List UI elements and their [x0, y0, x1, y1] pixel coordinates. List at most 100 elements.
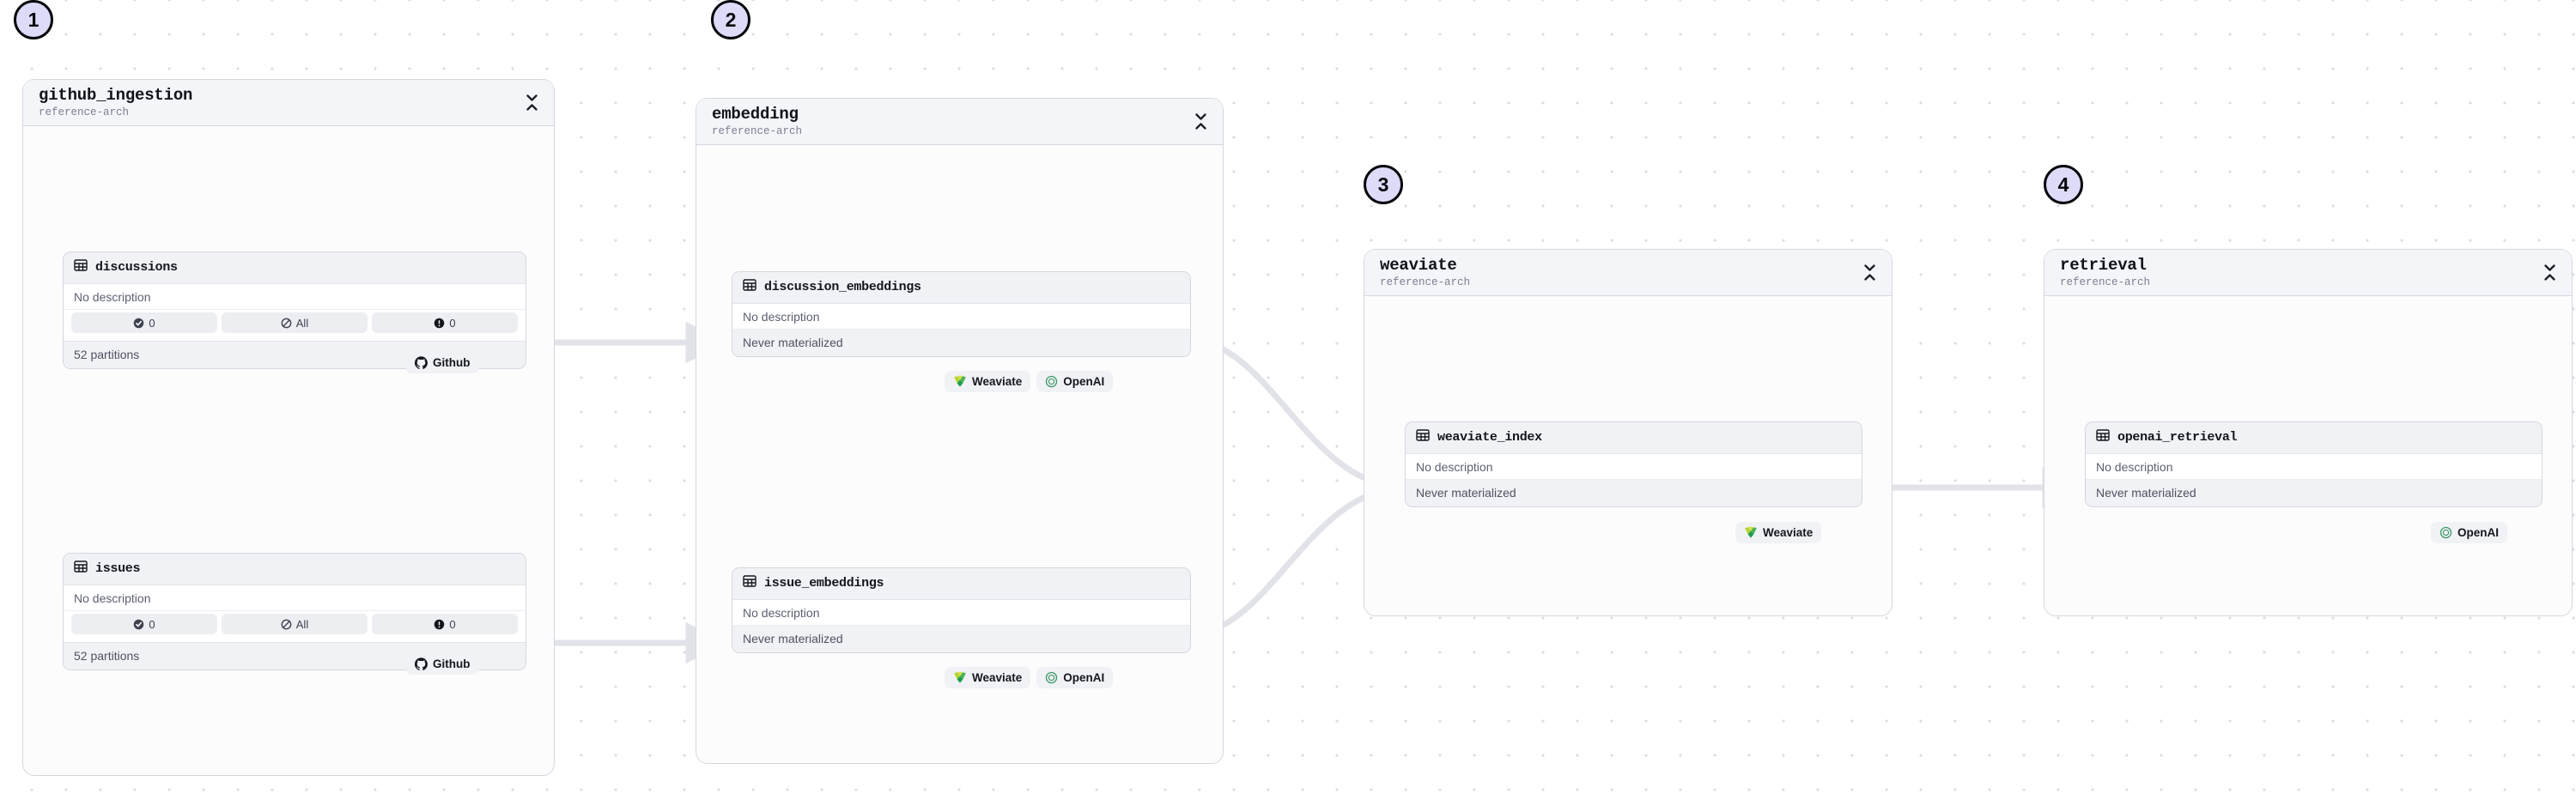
integration-tag-label: OpenAI — [2458, 526, 2500, 539]
group-subtitle: reference-arch — [2060, 276, 2151, 288]
asset-header: discussions — [64, 252, 526, 284]
group-title: retrieval — [2060, 256, 2147, 276]
group-header-weaviate[interactable]: weaviate reference-arch — [1364, 250, 1892, 296]
integration-tag-weaviate[interactable]: Weaviate — [1735, 522, 1822, 543]
group-title: embedding — [712, 105, 799, 124]
status-chip-checks[interactable]: 0 — [71, 312, 217, 333]
table-icon — [74, 258, 88, 276]
asset-name: discussion_embeddings — [764, 280, 921, 294]
integration-tag-label: OpenAI — [1063, 375, 1105, 388]
status-chip-freshness[interactable]: All — [222, 312, 368, 333]
openai-icon — [2439, 526, 2452, 539]
status-chip-label: 0 — [449, 617, 456, 631]
asset-description: No description — [1406, 454, 1862, 480]
table-icon — [2096, 428, 2110, 446]
asset-footer: Never materialized — [732, 626, 1190, 652]
group-title: weaviate — [1380, 256, 1457, 276]
tag-row-discussion-embeddings: Weaviate OpenAI — [945, 371, 1114, 392]
group-subtitle: reference-arch — [712, 124, 803, 137]
integration-tag-label: Weaviate — [972, 671, 1023, 684]
group-subtitle: reference-arch — [39, 106, 130, 118]
asset-description: No description — [64, 585, 526, 611]
step-badge-3: 3 — [1364, 165, 1403, 204]
collapse-toggle-icon[interactable] — [523, 92, 540, 114]
asset-card-issues[interactable]: issues No description 0 All 0 52 partiti… — [63, 553, 526, 670]
integration-tag-label: Weaviate — [972, 375, 1023, 388]
group-title-block: weaviate reference-arch — [1380, 257, 1470, 288]
asset-name: issues — [95, 561, 141, 576]
status-chip-label: 0 — [149, 617, 155, 631]
integration-tag-github[interactable]: Github — [406, 352, 479, 373]
group-title-block: retrieval reference-arch — [2060, 257, 2150, 288]
weaviate-icon — [953, 671, 967, 684]
integration-tag-weaviate[interactable]: Weaviate — [945, 371, 1031, 392]
openai-icon — [1045, 375, 1058, 388]
status-chip-alerts[interactable]: 0 — [372, 614, 518, 634]
asset-description: No description — [2086, 454, 2542, 480]
integration-tag-openai[interactable]: OpenAI — [1036, 371, 1114, 392]
tag-row-openai-retrieval: OpenAI — [2431, 522, 2508, 543]
weaviate-icon — [1744, 526, 1758, 539]
asset-header: openai_retrieval — [2086, 422, 2542, 454]
group-retrieval[interactable]: retrieval reference-arch — [2044, 249, 2573, 616]
group-title-block: github_ingestion reference-arch — [39, 87, 192, 118]
asset-name: issue_embeddings — [764, 576, 884, 591]
asset-name: discussions — [95, 260, 178, 275]
asset-status-chips: 0 All 0 — [64, 310, 526, 342]
group-embedding[interactable]: embedding reference-arch — [696, 98, 1224, 764]
tag-row-discussions: Github — [406, 352, 479, 373]
asset-footer: Never materialized — [732, 330, 1190, 356]
integration-tag-label: OpenAI — [1063, 671, 1105, 684]
openai-icon — [1045, 671, 1058, 684]
tag-row-issue-embeddings: Weaviate OpenAI — [945, 667, 1114, 688]
group-subtitle: reference-arch — [1380, 276, 1471, 288]
asset-description: No description — [64, 284, 526, 310]
asset-name: openai_retrieval — [2117, 430, 2238, 445]
asset-description: No description — [732, 304, 1190, 330]
step-badge-1: 1 — [14, 0, 53, 39]
table-icon — [1416, 428, 1430, 446]
weaviate-icon — [953, 375, 967, 388]
asset-status-chips: 0 All 0 — [64, 611, 526, 643]
group-github-ingestion[interactable]: github_ingestion reference-arch — [22, 79, 555, 776]
collapse-toggle-icon[interactable] — [1192, 111, 1209, 133]
table-icon — [743, 278, 756, 296]
group-header-github-ingestion[interactable]: github_ingestion reference-arch — [23, 80, 554, 126]
integration-tag-github[interactable]: Github — [406, 653, 479, 675]
status-chip-label: All — [295, 617, 309, 631]
group-header-embedding[interactable]: embedding reference-arch — [696, 99, 1223, 145]
tag-row-issues: Github — [406, 653, 479, 675]
group-weaviate[interactable]: weaviate reference-arch — [1364, 249, 1893, 616]
asset-card-weaviate-index[interactable]: weaviate_index No description Never mate… — [1405, 421, 1862, 507]
integration-tag-label: Weaviate — [1763, 526, 1814, 539]
collapse-toggle-icon[interactable] — [2541, 262, 2558, 284]
status-chip-freshness[interactable]: All — [222, 614, 368, 634]
asset-card-discussions[interactable]: discussions No description 0 All 0 52 pa… — [63, 251, 526, 369]
asset-card-issue-embeddings[interactable]: issue_embeddings No description Never ma… — [732, 567, 1191, 653]
integration-tag-openai[interactable]: OpenAI — [1036, 667, 1114, 688]
group-title-block: embedding reference-arch — [712, 105, 803, 137]
integration-tag-openai[interactable]: OpenAI — [2431, 522, 2508, 543]
table-icon — [74, 560, 88, 578]
integration-tag-weaviate[interactable]: Weaviate — [945, 667, 1031, 688]
status-chip-label: 0 — [149, 316, 155, 330]
status-chip-alerts[interactable]: 0 — [372, 312, 518, 333]
asset-header: weaviate_index — [1406, 422, 1862, 454]
step-badge-2: 2 — [711, 0, 750, 39]
collapse-toggle-icon[interactable] — [1861, 262, 1878, 284]
tag-row-weaviate-index: Weaviate — [1735, 522, 1822, 543]
asset-name: weaviate_index — [1437, 430, 1542, 445]
group-header-retrieval[interactable]: retrieval reference-arch — [2044, 250, 2572, 296]
github-icon — [415, 658, 428, 670]
integration-tag-label: Github — [433, 658, 471, 670]
asset-card-openai-retrieval[interactable]: openai_retrieval No description Never ma… — [2085, 421, 2543, 507]
asset-card-discussion-embeddings[interactable]: discussion_embeddings No description Nev… — [732, 271, 1191, 357]
status-chip-label: 0 — [449, 316, 456, 330]
integration-tag-label: Github — [433, 356, 471, 369]
status-chip-checks[interactable]: 0 — [71, 614, 217, 634]
asset-header: discussion_embeddings — [732, 272, 1190, 304]
table-icon — [743, 574, 756, 592]
asset-footer: Never materialized — [2086, 480, 2542, 506]
asset-description: No description — [732, 600, 1190, 626]
